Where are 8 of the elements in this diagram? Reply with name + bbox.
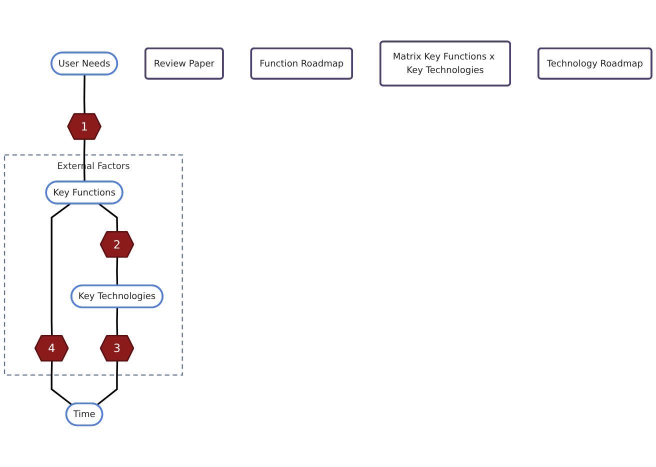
connector: [116, 257, 118, 286]
connector: [83, 74, 86, 114]
connector: [83, 140, 86, 182]
connector: [50, 203, 71, 336]
connector: [98, 203, 118, 232]
connector: [50, 361, 73, 406]
connector: [96, 361, 118, 406]
connector: [116, 308, 118, 336]
